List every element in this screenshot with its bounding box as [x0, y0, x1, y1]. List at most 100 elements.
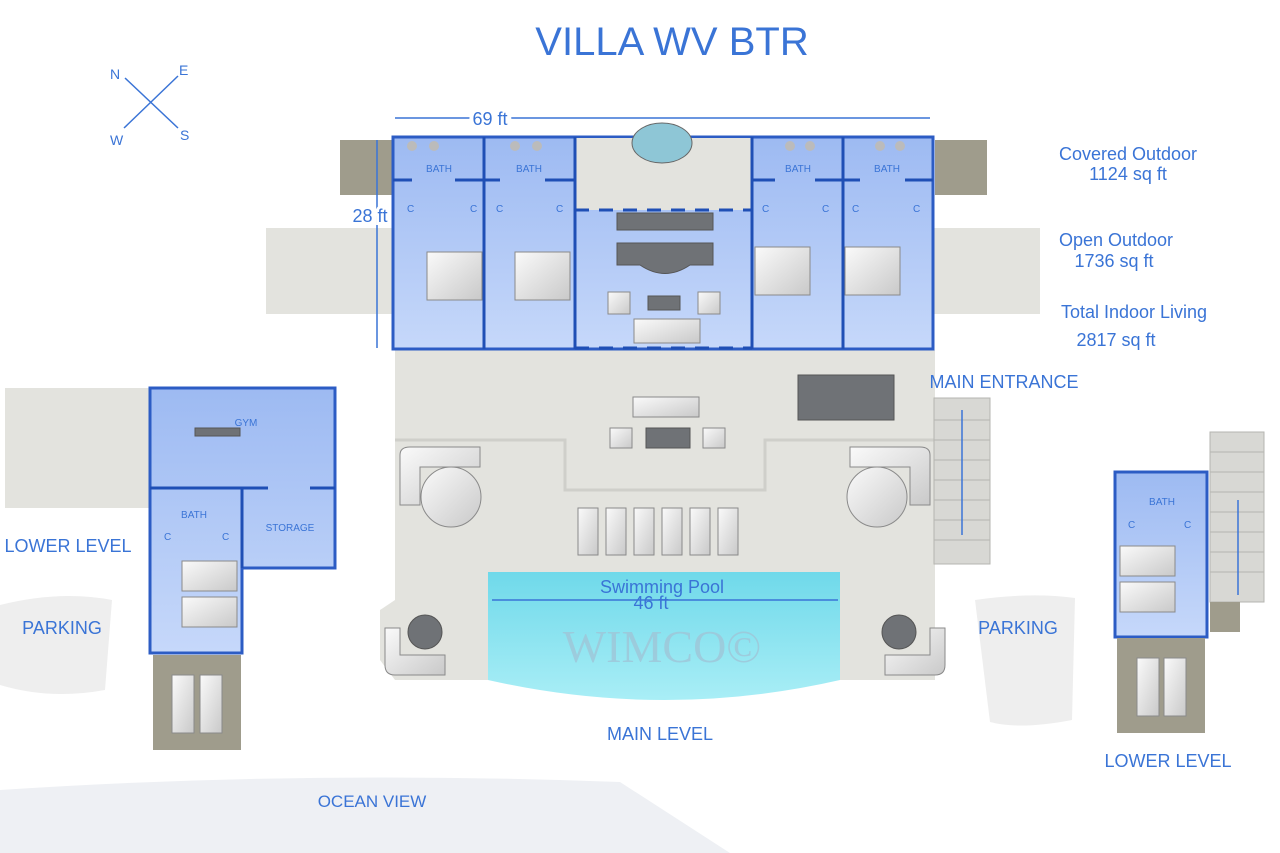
area-stats: Covered Outdoor 1124 sq ft Open Outdoor … [1059, 144, 1207, 350]
plan-shape [935, 140, 987, 195]
closet-label: C [222, 532, 229, 543]
plan-shape [340, 140, 392, 195]
main-level-label: MAIN LEVEL [607, 724, 713, 744]
plan-shape [123, 75, 179, 129]
plan-shape [661, 507, 683, 556]
right-lower-level: BATH C C [1113, 431, 1265, 733]
plan-shape [407, 141, 417, 151]
plan-shape [5, 388, 150, 508]
parking-left-label: PARKING [22, 618, 102, 638]
plan-shape [266, 228, 396, 314]
plan-shape [1117, 638, 1205, 733]
closet-label: C [407, 204, 414, 215]
compass-e: E [179, 62, 188, 78]
plan-shape [633, 318, 701, 344]
plan-shape [633, 507, 655, 556]
closet-label: C [556, 204, 563, 215]
plan-shape [875, 141, 885, 151]
stat-value: 1124 sq ft [1089, 164, 1167, 184]
plan-shape [429, 141, 439, 151]
suites: BATH C C BATH C C BATH C C BATH C C [393, 141, 933, 301]
closet-label: C [1128, 520, 1135, 531]
plan-shape [1163, 657, 1187, 717]
plan-shape [510, 141, 520, 151]
plan-shape [1209, 431, 1265, 603]
closet-label: C [762, 204, 769, 215]
plan-shape [616, 212, 714, 231]
plan-shape [645, 427, 691, 449]
closet-label: C [822, 204, 829, 215]
ocean-area [0, 777, 730, 853]
compass-n: N [110, 66, 120, 82]
swimming-pool: Swimming Pool 46 ft WIMCO© [488, 572, 840, 700]
plan-shape [754, 246, 811, 296]
pool-label: Swimming Pool [600, 577, 724, 597]
outdoor-furniture [384, 374, 946, 676]
plan-shape [1119, 545, 1176, 577]
plan-shape [532, 141, 542, 151]
umbrella-icon [420, 466, 482, 528]
depth-dimension: 28 ft [352, 206, 387, 226]
plan-shape [395, 438, 935, 492]
plan-shape [849, 446, 931, 506]
main-entrance-label: MAIN ENTRANCE [929, 372, 1078, 392]
plan-shape [632, 396, 700, 418]
closet-label: C [1184, 520, 1191, 531]
watermark: WIMCO© [563, 621, 762, 672]
plan-shape [199, 674, 223, 734]
plan-shape [689, 507, 711, 556]
stat-label: Total Indoor Living [1061, 302, 1207, 322]
gym-label: GYM [235, 418, 258, 429]
parking-left-area [0, 596, 112, 694]
plan-shape [124, 77, 179, 129]
plan-shape [399, 446, 481, 506]
width-dimension: 69 ft [472, 109, 507, 129]
ocean-view-label: OCEAN VIEW [318, 792, 427, 811]
plan-shape [181, 560, 238, 592]
plan-shape [616, 242, 714, 274]
suite-3: BATH C C [754, 141, 829, 296]
closet-label: C [164, 532, 171, 543]
plan-shape [577, 507, 739, 556]
stat-label: Covered Outdoor [1059, 144, 1197, 164]
stat-value: 1736 sq ft [1074, 251, 1153, 271]
plan-shape [881, 614, 917, 650]
bath-label: BATH [874, 164, 900, 175]
plan-shape [153, 655, 241, 750]
storage-label: STORAGE [266, 523, 315, 534]
bath-label: BATH [426, 164, 452, 175]
bath-label: BATH [1149, 497, 1175, 508]
suite-4: BATH C C [844, 141, 920, 296]
plan-shape [805, 141, 815, 151]
plan-shape [895, 141, 905, 151]
closet-label: C [852, 204, 859, 215]
compass-icon: N E W S [110, 62, 189, 148]
plan-shape [194, 427, 241, 437]
plan-shape [884, 627, 946, 676]
bath-label: BATH [785, 164, 811, 175]
suite-1: BATH C C [407, 141, 483, 301]
plan-shape [697, 291, 721, 315]
stat-label: Open Outdoor [1059, 230, 1173, 250]
plan-shape [797, 374, 895, 421]
stat-value: 2817 sq ft [1076, 330, 1155, 350]
lower-level-left-label: LOWER LEVEL [4, 536, 131, 556]
plan-shape [577, 507, 599, 556]
plan-shape [717, 507, 739, 556]
plan-shape [407, 614, 443, 650]
pool-dimension: 46 ft [633, 593, 668, 613]
entrance-stairs [933, 397, 991, 565]
plan-shape [844, 246, 901, 296]
closet-label: C [470, 204, 477, 215]
plan-shape [609, 427, 633, 449]
compass-w: W [110, 132, 124, 148]
plan-shape [181, 596, 238, 628]
plan-shape [426, 251, 483, 301]
bath-label: BATH [516, 164, 542, 175]
plan-shape [785, 141, 795, 151]
closet-label: C [913, 204, 920, 215]
umbrella-icon [846, 466, 908, 528]
plan-shape [605, 507, 627, 556]
plan-shape [930, 228, 1040, 314]
